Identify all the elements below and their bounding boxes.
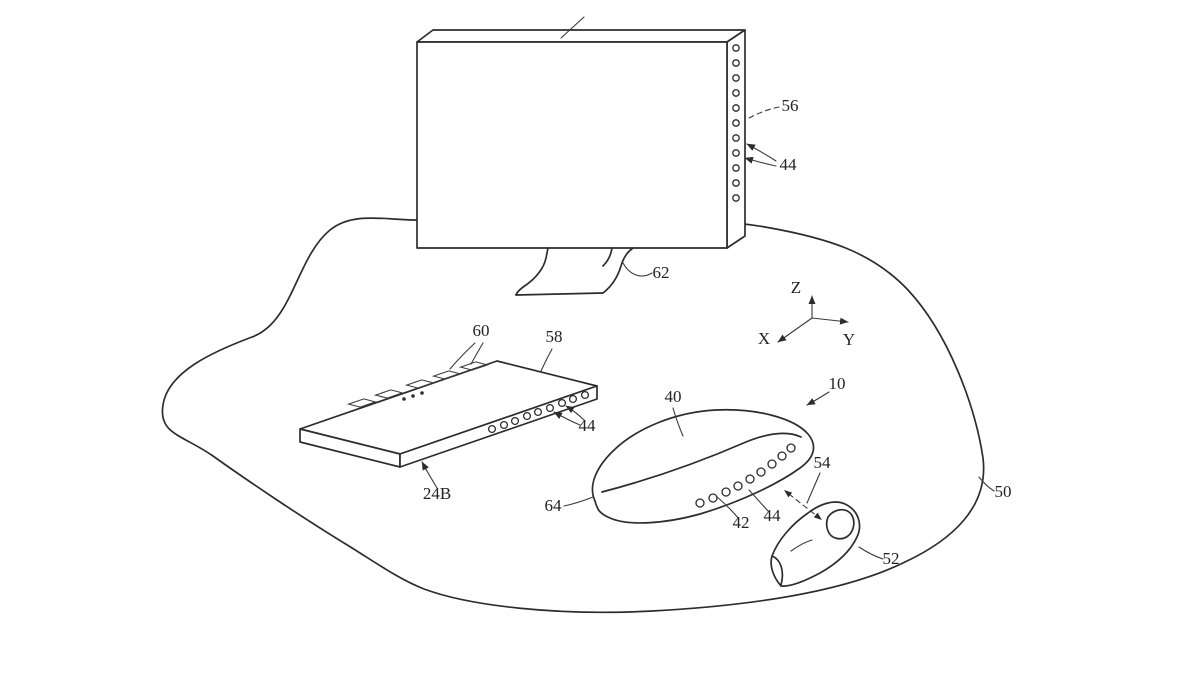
reference-labels: 56 44 62 60 58 44 24B 40 10 64 42 44 54 …	[423, 96, 1012, 568]
leader-44-monitor-a	[746, 143, 777, 162]
ref-label-64: 64	[545, 496, 563, 515]
leader-58	[540, 348, 553, 372]
ref-label-44-monitor: 44	[780, 155, 798, 174]
leader-60-a	[449, 342, 476, 370]
input-device	[591, 408, 815, 524]
key-ellipsis-dot	[420, 391, 424, 395]
y-axis	[811, 317, 849, 325]
ref-label-44-device: 44	[764, 506, 782, 525]
device-ridge-line	[601, 432, 802, 493]
leader-52	[858, 546, 884, 560]
leader-64	[563, 496, 594, 507]
monitor-top-face	[416, 29, 746, 43]
coordinate-axes: Z X Y	[758, 278, 855, 349]
monitor-sensor-dots	[732, 44, 740, 202]
leader-44-device	[748, 489, 769, 512]
monitor-front-face	[416, 41, 728, 249]
keyboard-keys	[346, 361, 490, 408]
leader-62	[622, 262, 653, 277]
leader-24b	[421, 461, 438, 489]
x-axis	[777, 317, 813, 343]
keyboard	[299, 360, 598, 468]
ref-label-24b: 24B	[423, 484, 451, 503]
finger	[770, 501, 861, 587]
monitor-break-mark	[560, 16, 585, 39]
leader-10	[806, 391, 830, 406]
ref-label-52: 52	[883, 549, 900, 568]
axis-label-y: Y	[843, 330, 855, 349]
axis-label-z: Z	[791, 278, 801, 297]
leader-44-keyboard-b	[565, 405, 586, 422]
leader-40	[672, 407, 684, 437]
fingernail	[825, 508, 855, 540]
leader-50	[978, 476, 995, 492]
leader-lines	[421, 106, 995, 560]
ref-label-54: 54	[814, 453, 832, 472]
leader-44-keyboard-a	[553, 411, 581, 426]
keyboard-sensor-dots	[487, 390, 590, 434]
ref-label-58: 58	[546, 327, 563, 346]
axis-label-x: X	[758, 329, 770, 348]
work-surface	[161, 212, 985, 614]
leader-56	[748, 106, 780, 119]
monitor	[416, 16, 746, 249]
ref-label-60: 60	[473, 321, 490, 340]
device-sensor-dots	[695, 443, 796, 508]
leader-44-monitor-b	[744, 156, 777, 167]
ref-label-62: 62	[653, 263, 670, 282]
leader-42	[715, 495, 740, 520]
finger-cut-end	[771, 555, 784, 586]
ref-label-10: 10	[829, 374, 846, 393]
key-ellipsis-dot	[402, 397, 406, 401]
ref-label-56: 56	[782, 96, 799, 115]
ref-label-44-keyboard: 44	[579, 416, 597, 435]
key-ellipsis-dot	[411, 394, 415, 398]
ref-label-42: 42	[733, 513, 750, 532]
ref-label-50: 50	[995, 482, 1012, 501]
monitor-stand	[515, 247, 634, 296]
leader-60-b	[470, 342, 484, 365]
proximity-arrow	[784, 472, 822, 520]
ref-label-40: 40	[665, 387, 682, 406]
finger-crease	[790, 539, 813, 552]
